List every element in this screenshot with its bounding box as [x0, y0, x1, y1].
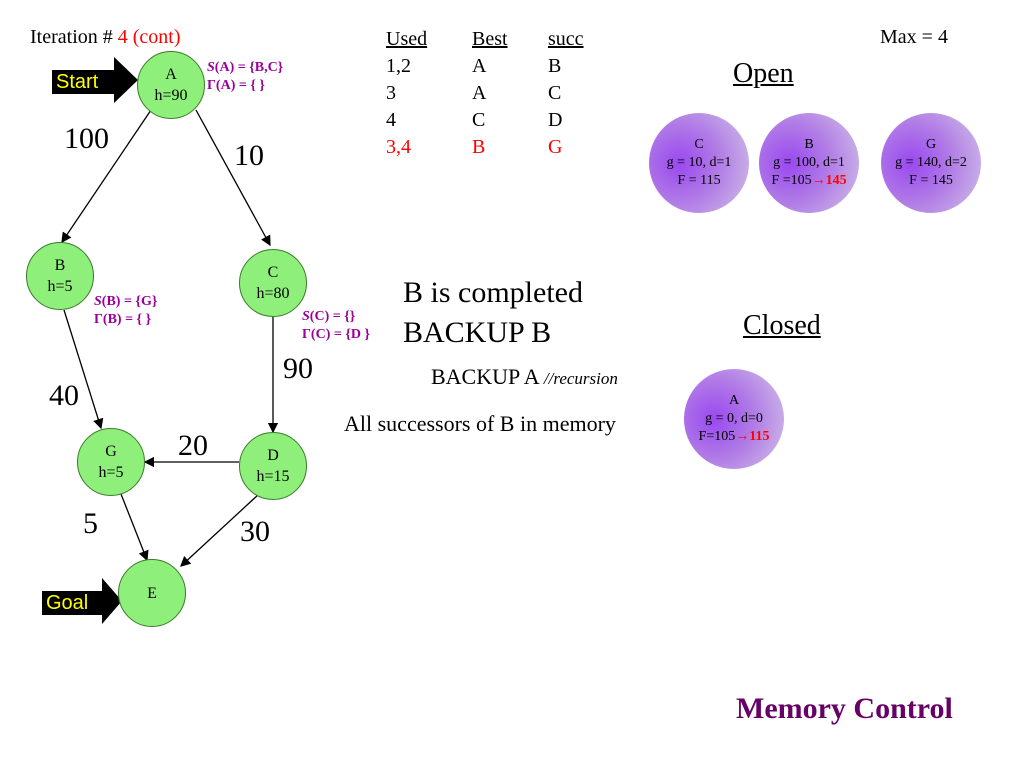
- edge-weight-a-b: 100: [64, 122, 109, 155]
- goal-arrow-head: [102, 578, 122, 624]
- edge-weight-c-d: 90: [283, 352, 313, 385]
- goal-label: Goal: [42, 591, 104, 615]
- succ-column: succ B C D G: [548, 26, 584, 161]
- edge-weight-a-c: 10: [234, 139, 264, 172]
- note-backup-b: BACKUP B: [403, 316, 552, 349]
- node-name: A: [165, 66, 177, 83]
- used-cell: 3: [386, 82, 396, 104]
- max-label: Max = 4: [880, 26, 948, 48]
- edge-g-e: [120, 493, 149, 562]
- graph-node-b: B h=5: [26, 242, 94, 310]
- edge-a-c: [195, 109, 271, 247]
- open-node-b: B g = 100, d=1 F =105→145: [759, 113, 859, 213]
- edge-weight-d-g: 20: [178, 429, 208, 462]
- start-label: Start: [52, 70, 116, 94]
- open-node-g: G g = 140, d=2 F = 145: [881, 113, 981, 213]
- arrow-icon: →: [811, 173, 826, 188]
- node-cost: g = 10, d=1: [666, 155, 732, 170]
- node-f: F =105→145: [771, 173, 847, 188]
- node-cost: g = 100, d=1: [773, 155, 845, 170]
- succ-cell: B: [548, 55, 562, 77]
- used-column: Used 1,2 3 4 3,4: [386, 26, 427, 161]
- edge-weight-g-e: 5: [83, 507, 98, 540]
- node-heuristic: h=15: [256, 468, 290, 485]
- node-name: G: [925, 137, 937, 152]
- used-cell: 1,2: [386, 55, 411, 77]
- node-heuristic: h=80: [256, 285, 290, 302]
- succ-cell: C: [548, 82, 562, 104]
- used-cell: 4: [386, 109, 396, 131]
- note-successors: All successors of B in memory: [344, 411, 616, 436]
- iteration-label: Iteration # 4 (cont): [30, 26, 181, 49]
- closed-heading: Closed: [743, 310, 821, 341]
- graph-node-g: G h=5: [77, 428, 145, 496]
- edge-a-b: [61, 109, 152, 244]
- best-cell: A: [472, 82, 487, 104]
- node-f: F = 145: [909, 173, 953, 188]
- node-heuristic: h=90: [154, 87, 188, 104]
- closed-node-a: A g = 0, d=0 F=105→115: [684, 369, 784, 469]
- edge-b-g: [63, 309, 104, 430]
- start-arrow-head: [114, 57, 138, 103]
- best-cell: A: [472, 55, 487, 77]
- succ-cell: D: [548, 109, 563, 131]
- recursion-comment: //recursion: [543, 369, 618, 388]
- node-name: C: [694, 137, 704, 152]
- graph-node-e: E: [118, 559, 186, 627]
- successor-set-b: S(B) = {G} Γ(B) = { }: [94, 294, 158, 327]
- graph-node-a: A h=90: [137, 51, 205, 119]
- node-name: A: [728, 393, 740, 408]
- iteration-text: Iteration #: [30, 26, 118, 48]
- graph-node-d: D h=15: [239, 432, 307, 500]
- succ-header: succ: [548, 28, 584, 50]
- used-header: Used: [386, 28, 428, 50]
- node-name: G: [105, 443, 117, 460]
- best-cell: C: [472, 109, 486, 131]
- node-name: C: [267, 264, 279, 281]
- node-heuristic: h=5: [98, 464, 124, 481]
- node-name: B: [54, 257, 66, 274]
- best-column: Best A A C B: [472, 26, 508, 161]
- open-heading: Open: [733, 58, 794, 89]
- open-node-c: C g = 10, d=1 F = 115: [649, 113, 749, 213]
- node-f: F = 115: [677, 173, 721, 188]
- edge-weight-d-e: 30: [240, 515, 270, 548]
- node-f: F=105→115: [698, 429, 770, 444]
- note-completed: B is completed: [403, 276, 583, 309]
- edge-d-e: [180, 493, 260, 567]
- node-name: E: [147, 584, 157, 602]
- best-cell: B: [472, 136, 486, 158]
- node-name: D: [267, 447, 279, 464]
- note-backup-a: BACKUP A //recursion: [431, 364, 618, 389]
- node-cost: g = 0, d=0: [705, 411, 763, 426]
- arrow-icon: →: [735, 429, 750, 444]
- succ-cell: G: [548, 136, 563, 158]
- edge-weight-b-g: 40: [49, 379, 79, 412]
- node-heuristic: h=5: [47, 278, 73, 295]
- node-cost: g = 140, d=2: [895, 155, 967, 170]
- node-name: B: [804, 137, 814, 152]
- successor-set-c: S(C) = {} Γ(C) = {D }: [302, 309, 370, 342]
- best-header: Best: [472, 28, 508, 50]
- slide-title: Memory Control: [736, 692, 953, 725]
- iteration-value: 4 (cont): [117, 26, 181, 48]
- graph-node-c: C h=80: [239, 249, 307, 317]
- used-cell: 3,4: [386, 136, 411, 158]
- successor-set-a: S(A) = {B,C} Γ(A) = { }: [207, 60, 284, 93]
